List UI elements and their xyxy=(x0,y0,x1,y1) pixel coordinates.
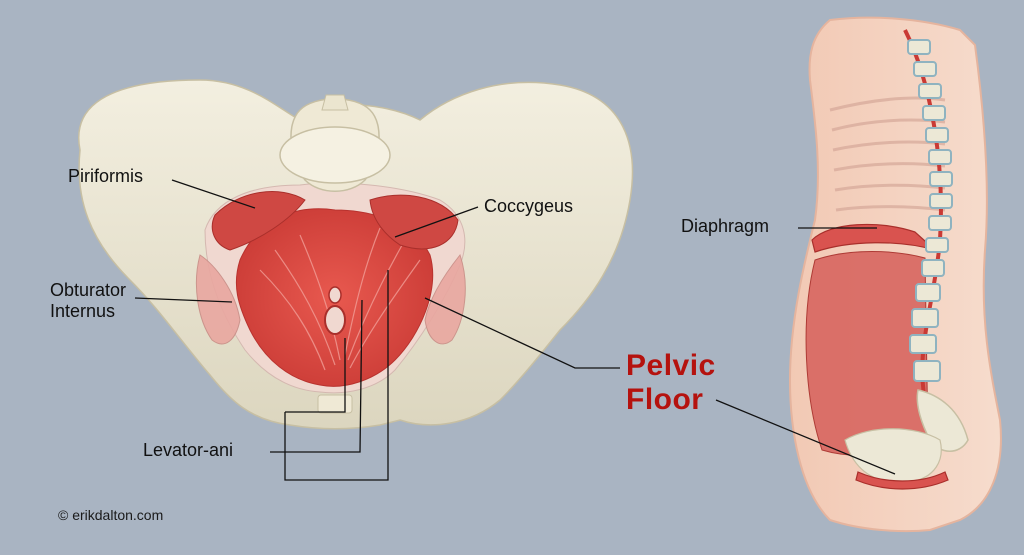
coccygeus-muscle-right xyxy=(369,194,459,250)
credit-text: © erikdalton.com xyxy=(58,507,164,523)
urogenital-opening xyxy=(328,286,342,304)
pelvis-leader-lines xyxy=(134,179,620,481)
torso-figure xyxy=(788,16,1002,533)
pubic-symphysis xyxy=(317,394,353,414)
label-pelvic-line1: Pelvic xyxy=(626,349,716,382)
vertebra-l5 xyxy=(279,126,391,184)
label-levator-ani: Levator-ani xyxy=(143,440,234,460)
label-piriformis: Piriformis xyxy=(68,166,143,186)
pelvis-figure xyxy=(78,79,634,430)
piriformis-muscle-left xyxy=(211,191,306,251)
abdominal-muscle xyxy=(805,251,929,456)
vertebra-spinous-process xyxy=(321,94,349,111)
label-pelvic-line2: Floor xyxy=(626,383,704,416)
label-coccygeus: Coccygeus xyxy=(484,196,574,216)
label-obturator-line2: Internus xyxy=(50,301,116,321)
torso-leader-lines xyxy=(715,227,896,475)
pelvic-floor-muscle xyxy=(855,471,949,490)
muscle-fibers xyxy=(259,227,421,371)
obturator-internus-muscle xyxy=(195,254,241,345)
pelvic-bowl xyxy=(844,428,942,484)
label-diaphragm: Diaphragm xyxy=(681,216,770,236)
obturator-internus-muscle-right xyxy=(424,253,466,345)
anal-opening xyxy=(324,305,346,335)
label-obturator-line1: Obturator xyxy=(50,280,127,300)
spine xyxy=(903,29,969,452)
